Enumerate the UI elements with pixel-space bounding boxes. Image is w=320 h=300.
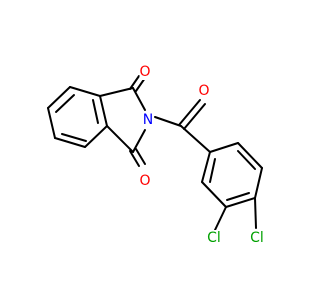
- bond: [129, 75, 140, 90]
- bond: [254, 197, 257, 229]
- bond: [201, 181, 227, 208]
- bond: [201, 151, 211, 183]
- bond: [225, 197, 256, 208]
- nitrogen-atom-label: N: [143, 112, 153, 128]
- chlorine-atom-label: Cl: [207, 230, 221, 246]
- bond: [214, 206, 227, 231]
- atom-label-background: [139, 64, 151, 80]
- chlorine-atom-label: Cl: [250, 230, 264, 246]
- bond: [209, 158, 216, 183]
- atom-label-background: [205, 230, 223, 246]
- bonds: [47, 75, 263, 231]
- bond: [135, 148, 146, 165]
- atom-label-background: [248, 230, 266, 246]
- bond: [237, 142, 263, 169]
- bond: [92, 99, 99, 124]
- bond: [226, 192, 250, 201]
- bond: [132, 129, 146, 153]
- atom-label-background: [198, 83, 210, 99]
- bond: [99, 95, 108, 127]
- bond: [254, 167, 263, 199]
- bond: [47, 107, 56, 139]
- bond: [69, 86, 101, 97]
- bond: [129, 150, 140, 167]
- bond: [237, 150, 256, 170]
- bond: [154, 116, 182, 127]
- atom-label-background: [139, 173, 151, 189]
- bond: [54, 137, 86, 148]
- bond: [209, 142, 239, 153]
- chemical-structure: O N O O Cl Cl: [47, 64, 266, 246]
- bond: [135, 77, 146, 92]
- bond: [180, 125, 211, 153]
- oxygen-atom-label: O: [139, 173, 150, 189]
- atom-label-background: [142, 112, 154, 128]
- atom-labels: O N O O Cl Cl: [139, 64, 266, 246]
- bond: [178, 99, 201, 126]
- bond: [99, 87, 134, 97]
- bond: [61, 133, 87, 142]
- bond: [84, 125, 108, 148]
- bond: [47, 86, 71, 109]
- oxygen-atom-label: O: [198, 83, 209, 99]
- oxygen-atom-label: O: [139, 64, 150, 80]
- bond: [183, 103, 206, 130]
- bond: [132, 87, 146, 111]
- bond: [55, 94, 75, 113]
- bond: [106, 125, 134, 153]
